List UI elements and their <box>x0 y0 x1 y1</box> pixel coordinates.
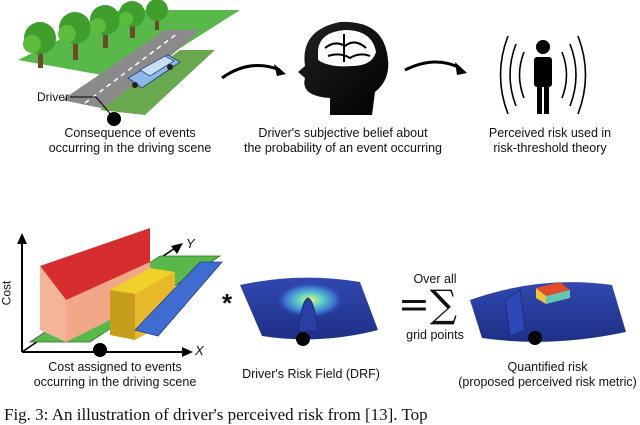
driving-scene-illustration <box>18 0 240 126</box>
caption-quantified: Quantified risk (proposed perceived risk… <box>455 360 640 390</box>
driver-marker <box>296 332 310 346</box>
car-icon <box>127 54 181 89</box>
caption-belief: Driver's subjective belief about the pro… <box>228 126 458 156</box>
drf-surface <box>240 277 378 346</box>
caption-cost-line1: Cost assigned to events <box>48 360 182 374</box>
axis-y-label: Y <box>186 236 195 251</box>
driver-marker <box>528 331 542 345</box>
tree-icon <box>90 5 120 48</box>
flow-arrow <box>221 64 281 80</box>
caption-belief-line1: Driver's subjective belief about <box>258 126 428 140</box>
quantified-risk-surface <box>470 282 626 345</box>
sum-label-bottom: grid points <box>406 328 464 342</box>
caption-perceived-line1: Perceived risk used in <box>488 126 612 140</box>
caption-scene: Consequence of events occurring in the d… <box>30 126 230 156</box>
caption-drf: Driver's Risk Field (DRF) <box>242 367 380 381</box>
caption-cost: Cost assigned to events occurring in the… <box>25 360 205 390</box>
caption-cost-line2: occurring in the driving scene <box>33 375 197 389</box>
tree-icon <box>58 12 91 60</box>
tree-icon <box>146 0 168 30</box>
caption-quantified-line2: (proposed perceived risk metric) <box>458 375 637 389</box>
caption-belief-line2: the probability of an event occurring <box>243 141 443 155</box>
multiply-sign: * <box>222 288 233 318</box>
risk-wave-icon <box>499 35 587 115</box>
tree-icon <box>23 22 56 68</box>
caption-scene-line1: Consequence of events <box>64 126 196 140</box>
person-icon <box>534 40 552 114</box>
head-brain-icon <box>298 21 389 115</box>
sum-label-top: Over all <box>413 272 457 286</box>
axis-x-label: X <box>195 343 204 358</box>
arrowhead-icon <box>274 64 286 76</box>
flow-arrow <box>404 60 461 72</box>
sum-symbol: =∑ <box>398 282 457 326</box>
driver-label: Driver <box>37 90 69 104</box>
cost-3d-plot <box>17 228 223 357</box>
caption-perceived: Perceived risk used in risk-threshold th… <box>470 126 630 156</box>
driver-marker <box>93 343 107 357</box>
figure-caption: Fig. 3: An illustration of driver's perc… <box>4 405 428 424</box>
arrowhead-icon <box>455 62 467 75</box>
caption-scene-line2: occurring in the driving scene <box>48 141 212 155</box>
driver-marker <box>107 112 121 126</box>
caption-perceived-line2: risk-threshold theory <box>493 141 607 155</box>
axis-cost-label: Cost <box>0 280 14 306</box>
tree-icon <box>119 1 145 38</box>
caption-quantified-line1: Quantified risk <box>507 360 588 374</box>
